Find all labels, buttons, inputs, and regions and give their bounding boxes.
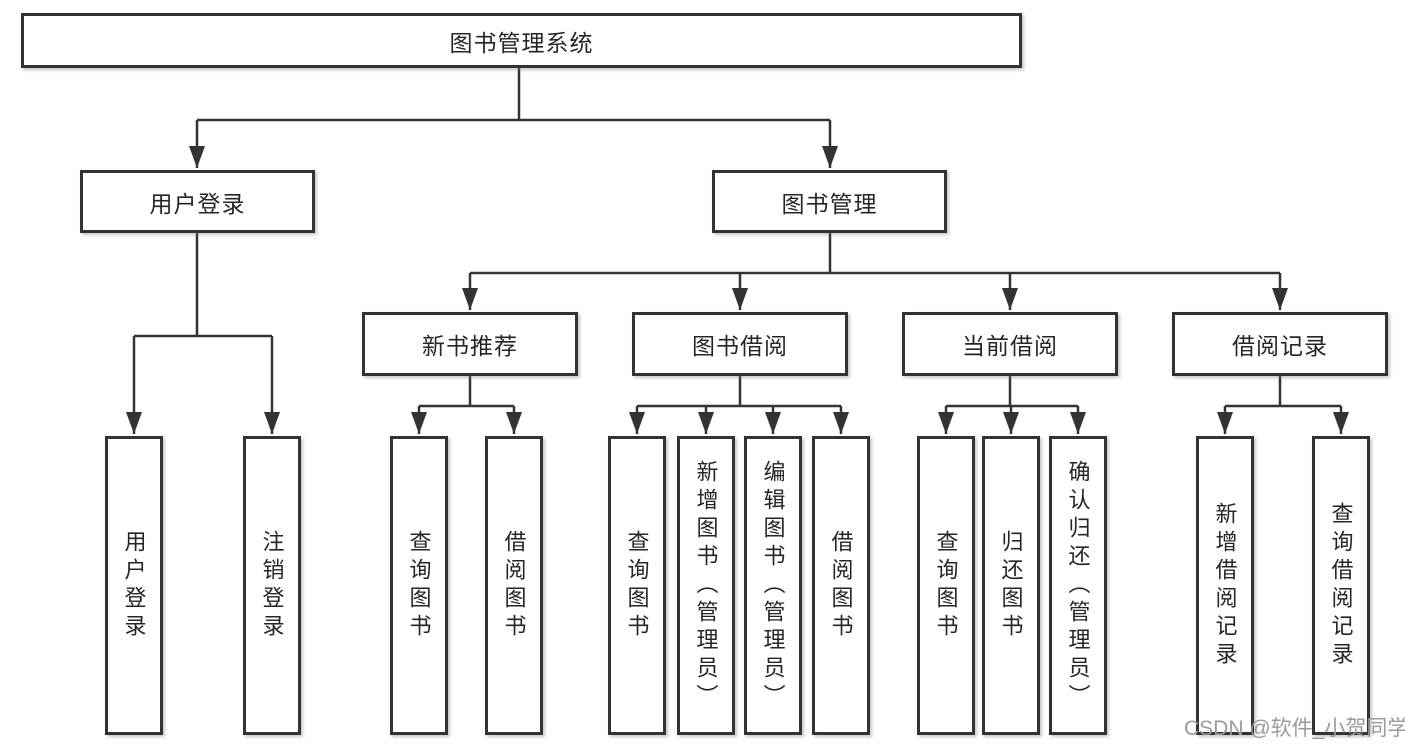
node-book-borrow: 图书借阅 bbox=[632, 312, 848, 376]
leaf-borrow-books-recommend: 借阅图书 bbox=[485, 436, 543, 735]
leaf-query-books-recommend: 查询图书 bbox=[390, 436, 448, 735]
leaf-confirm-return-admin: 确认归还（管理员） bbox=[1049, 436, 1107, 735]
leaf-add-borrow-record: 新增借阅记录 bbox=[1196, 436, 1254, 735]
node-user-login: 用户登录 bbox=[80, 170, 315, 233]
node-library-system: 图书管理系统 bbox=[21, 13, 1022, 68]
leaf-edit-book-admin: 编辑图书（管理员） bbox=[744, 436, 802, 735]
leaf-query-books-current: 查询图书 bbox=[917, 436, 975, 735]
csdn-watermark: CSDN @软件_小贺同学 bbox=[1184, 712, 1405, 742]
leaf-return-books: 归还图书 bbox=[982, 436, 1040, 735]
node-new-book-recommend: 新书推荐 bbox=[362, 312, 578, 376]
leaf-user-login: 用户登录 bbox=[105, 436, 163, 735]
leaf-logout: 注销登录 bbox=[243, 436, 301, 735]
leaf-query-borrow-record: 查询借阅记录 bbox=[1312, 436, 1370, 735]
leaf-add-book-admin: 新增图书（管理员） bbox=[677, 436, 735, 735]
node-book-management: 图书管理 bbox=[712, 170, 947, 233]
node-borrow-records: 借阅记录 bbox=[1172, 312, 1388, 376]
node-current-borrow: 当前借阅 bbox=[902, 312, 1118, 376]
leaf-query-books-borrow: 查询图书 bbox=[608, 436, 666, 735]
leaf-borrow-books: 借阅图书 bbox=[812, 436, 870, 735]
